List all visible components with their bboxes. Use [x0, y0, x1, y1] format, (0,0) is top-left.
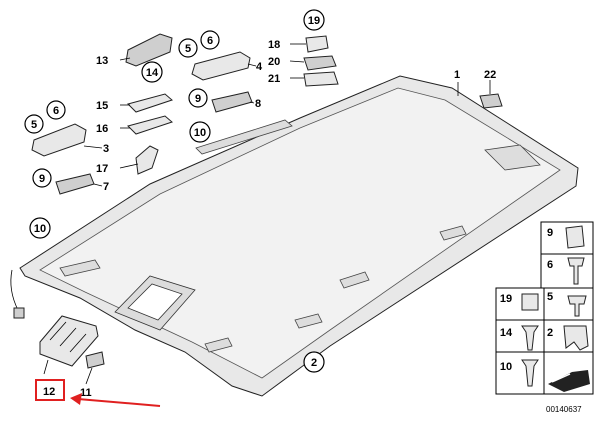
label-7: 7: [103, 181, 109, 193]
legend-item-5: 5: [547, 291, 553, 303]
svg-text:19: 19: [308, 15, 320, 27]
svg-text:2: 2: [311, 357, 317, 369]
part-18-20-21-mount: [303, 35, 339, 87]
legend-item-9: 9: [547, 227, 553, 239]
part-13-bracket: [125, 33, 173, 67]
svg-text:14: 14: [146, 67, 159, 79]
part-17-cover: [135, 145, 159, 175]
circle-19: 19: [303, 9, 325, 31]
circle-10b: 10: [29, 217, 51, 239]
label-15: 15: [96, 100, 108, 112]
headliner: [10, 75, 579, 397]
arrow-icon: [548, 370, 590, 392]
circle-5a: 5: [178, 38, 198, 58]
circle-9b: 9: [32, 168, 52, 188]
svg-text:6: 6: [53, 105, 59, 117]
label-20: 20: [268, 56, 280, 68]
svg-text:9: 9: [39, 173, 45, 185]
part-12-sunshade: [39, 315, 99, 367]
label-18: 18: [268, 39, 280, 51]
circle-6a: 6: [200, 30, 220, 50]
circle-14: 14: [141, 61, 163, 83]
label-22: 22: [484, 69, 496, 81]
svg-text:12: 12: [43, 386, 55, 398]
svg-text:6: 6: [207, 35, 213, 47]
svg-text:10: 10: [194, 127, 206, 139]
part-15-handle: [127, 93, 173, 113]
circle-9a: 9: [188, 88, 208, 108]
legend-item-19: 19: [500, 293, 512, 305]
circled-labels: 19 5 6 14 9 10 6 5 9 10 2: [24, 9, 325, 373]
part-16-handle: [127, 115, 173, 135]
circle-5b: 5: [24, 114, 44, 134]
circle-2: 2: [303, 351, 325, 373]
legend-item-10: 10: [500, 361, 512, 373]
circle-6b: 6: [46, 100, 66, 120]
label-21: 21: [268, 73, 280, 85]
part-22-clip: [479, 93, 503, 109]
circle-10a: 10: [189, 121, 211, 143]
label-8: 8: [255, 98, 261, 110]
label-11: 11: [80, 387, 92, 399]
label-17: 17: [96, 163, 108, 175]
label-4: 4: [256, 61, 263, 73]
legend-item-14: 14: [500, 327, 513, 339]
part-3-plate: [31, 123, 87, 157]
svg-text:9: 9: [195, 93, 201, 105]
label-1: 1: [454, 69, 460, 81]
part-8-lamp: [211, 91, 253, 113]
legend-item-6: 6: [547, 259, 553, 271]
fastener-legend: 9 6 5 2 19 14 10 00140637: [495, 221, 594, 414]
svg-text:5: 5: [185, 43, 191, 55]
label-13: 13: [96, 55, 108, 67]
svg-text:5: 5: [31, 119, 37, 131]
legend-item-2: 2: [547, 327, 553, 339]
part-4-clip: [191, 51, 251, 81]
leader-lines: [43, 43, 491, 385]
red-arrow-icon: [77, 398, 161, 407]
part-11-clip: [85, 351, 105, 369]
drawing-code: 00140637: [546, 405, 582, 414]
label-16: 16: [96, 123, 108, 135]
highlight-12: 12: [35, 379, 161, 407]
number-labels: 13 4 15 16 3 17 7 8 18 20 21 1 22 11: [80, 39, 496, 399]
svg-text:10: 10: [34, 223, 46, 235]
part-7-lamp: [55, 173, 95, 195]
label-3: 3: [103, 143, 109, 155]
